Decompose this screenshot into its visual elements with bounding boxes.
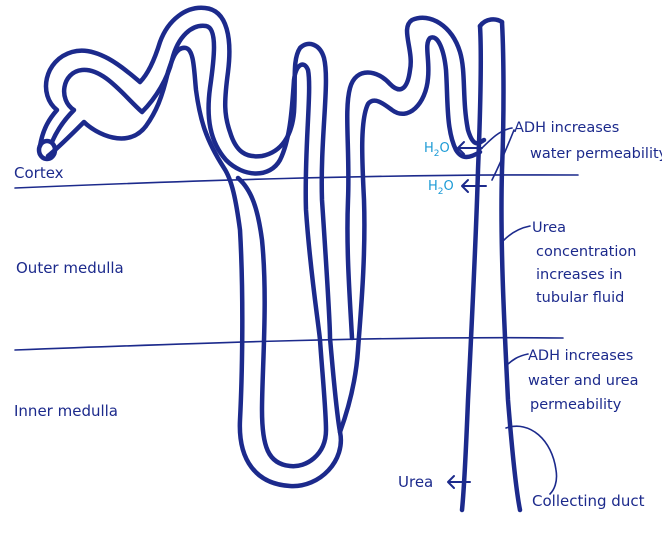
urea-exit-arrow	[447, 475, 471, 489]
adh-urea-line3: permeability	[530, 397, 622, 413]
collecting-duct-label: Collecting duct	[532, 492, 645, 510]
zone-label-cortex: Cortex	[14, 164, 64, 182]
distal-tubule-inner	[337, 35, 483, 435]
tubule-outer-wall	[37, 5, 344, 489]
urea-conc-line1: Urea	[532, 220, 566, 236]
water-label-lower: H2O	[428, 179, 454, 197]
adh-water-line1: ADH increases	[514, 120, 619, 136]
svg-text:H2O: H2O	[428, 179, 454, 197]
svg-text:H2O: H2O	[424, 141, 450, 159]
urea-conc-line3: increases in	[536, 267, 623, 283]
urea-conc-line2: concentration	[536, 244, 636, 260]
adh-water-line2: water permeability	[530, 146, 662, 162]
water-label-upper: H2O	[424, 141, 450, 159]
adh-urea-line1: ADH increases	[528, 348, 633, 364]
nephron-tubule	[36, 5, 487, 489]
distal-tubule-outer	[345, 15, 487, 341]
adh-urea-pointer	[505, 353, 529, 367]
urea-conc-line4: tubular fluid	[536, 290, 624, 306]
collecting-duct-left-wall	[459, 23, 484, 513]
water-arrow-upper	[457, 141, 483, 155]
medulla-boundary-line	[14, 336, 564, 351]
collecting-duct-right-wall	[499, 19, 523, 513]
urea-conc-pointer	[503, 225, 531, 241]
adh-water-pointer	[479, 127, 515, 181]
urea-exit-label: Urea	[398, 473, 433, 491]
collecting-duct	[459, 17, 523, 513]
collecting-duct-cap	[477, 17, 505, 29]
tubule-inner-wall	[49, 23, 329, 469]
collecting-duct-pointer	[505, 425, 558, 495]
cortex-boundary-line	[14, 174, 579, 189]
adh-urea-line2: water and urea	[528, 373, 638, 389]
zone-label-inner-medulla: Inner medulla	[14, 402, 118, 420]
zone-label-outer-medulla: Outer medulla	[16, 259, 124, 277]
water-arrow-lower	[461, 179, 487, 193]
